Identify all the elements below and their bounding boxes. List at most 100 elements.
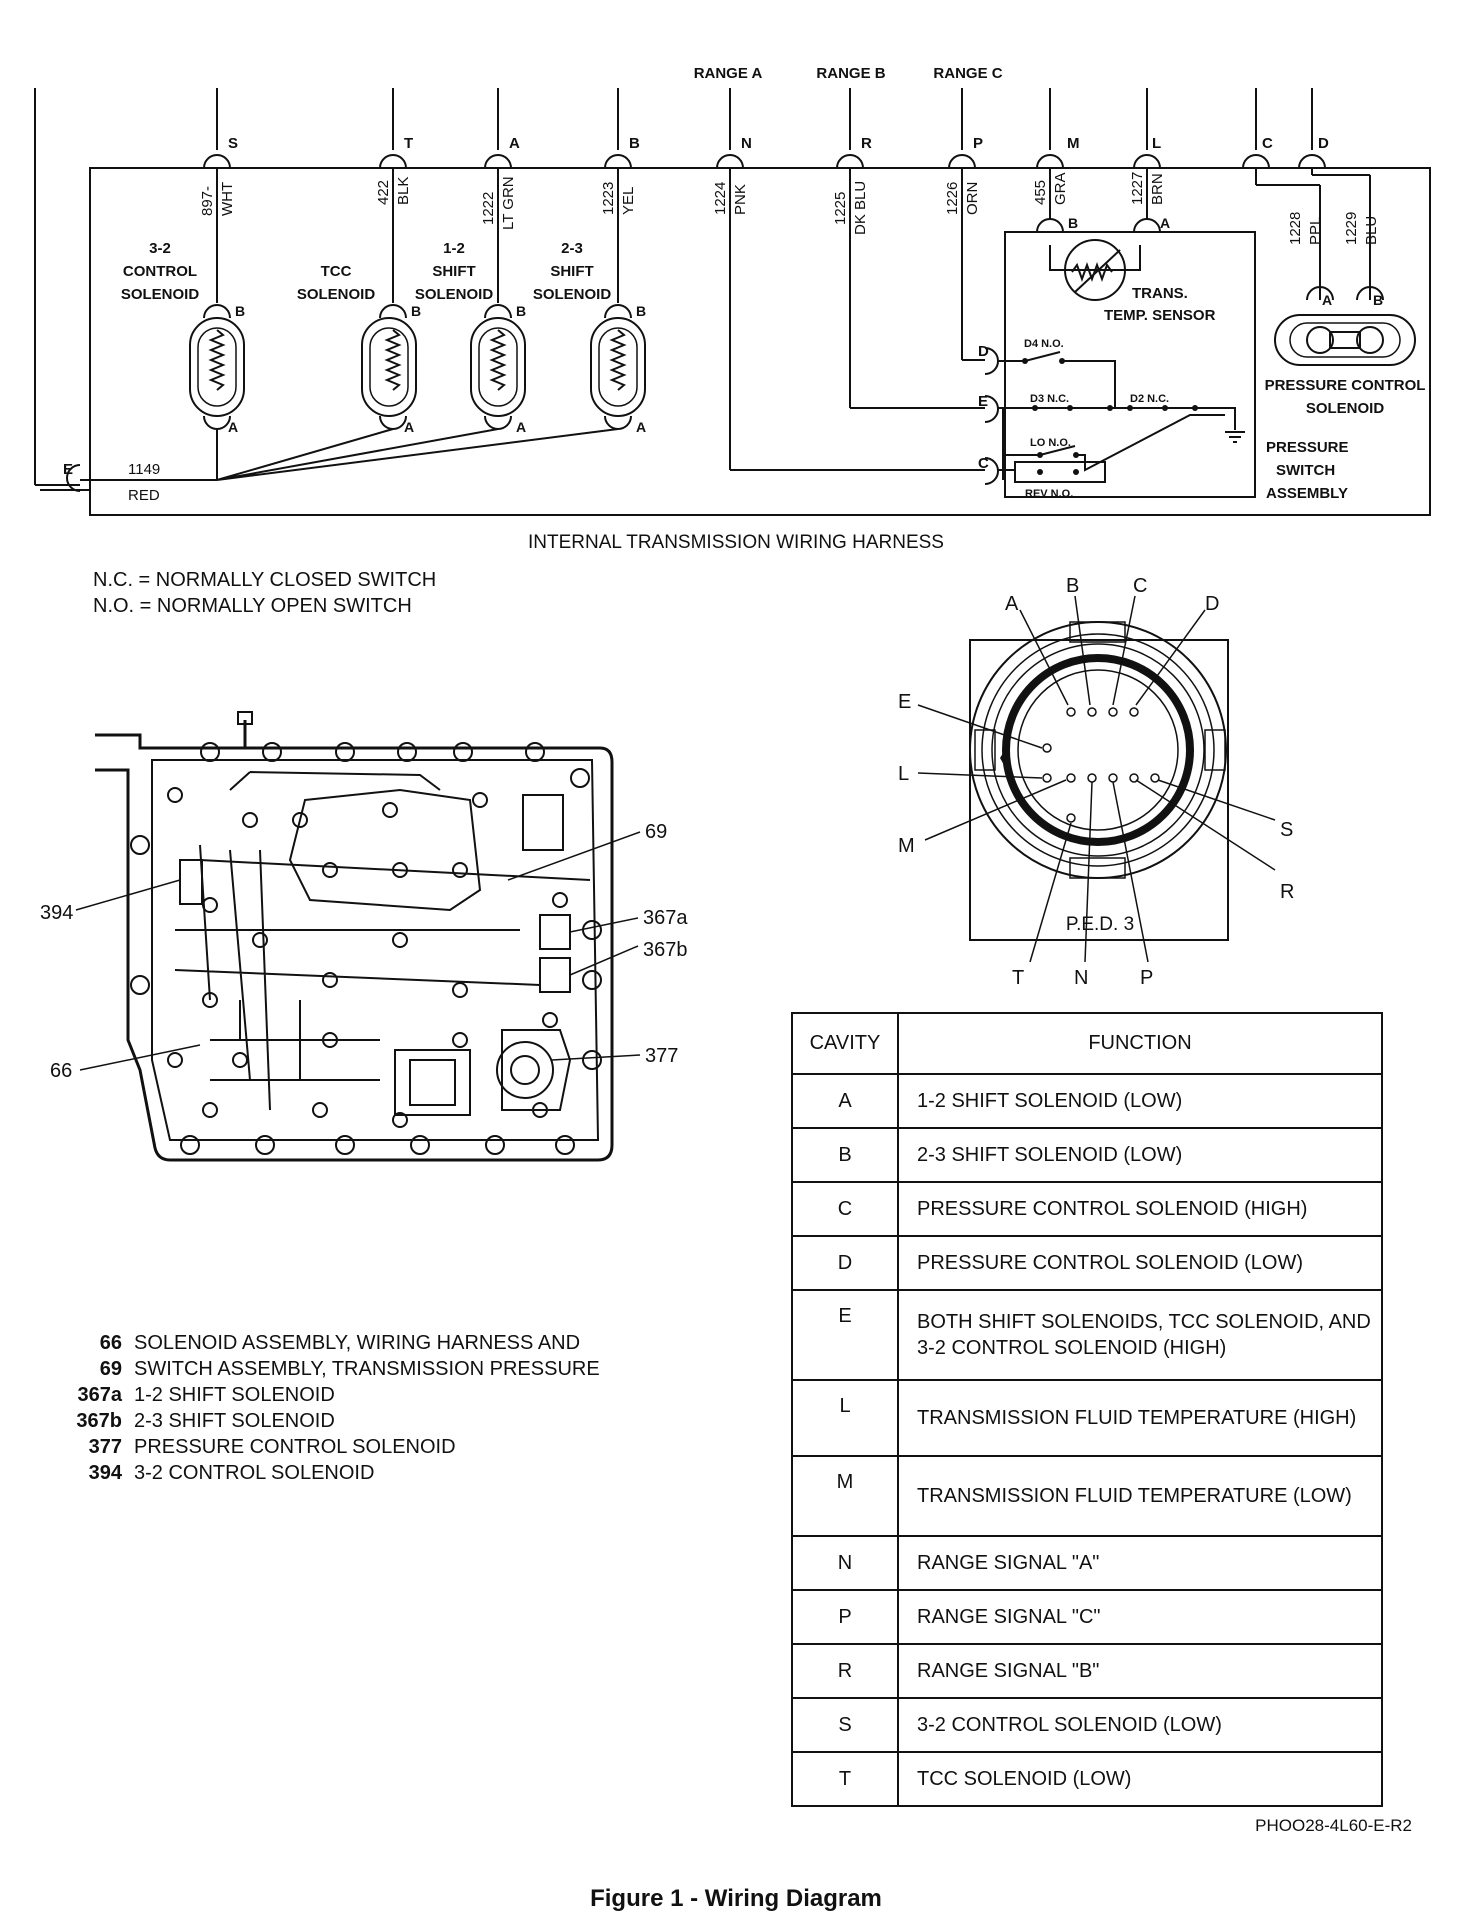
range-b-label: RANGE B — [816, 65, 885, 82]
cavity-cell: L — [791, 1379, 899, 1457]
function-cell: BOTH SHIFT SOLENOIDS, TCC SOLENOID, AND … — [897, 1289, 1383, 1381]
sol-32-pin-a: A — [228, 419, 238, 435]
switch-rev-label: REV N.O. — [1025, 488, 1073, 500]
callout-394: 394 — [40, 902, 73, 924]
solenoid-12-line1: 1-2 — [443, 240, 465, 257]
sol-12-pin-b: B — [516, 303, 526, 319]
wire-no-pcs-a: 1228 — [1287, 212, 1304, 245]
pin-a-letter: A — [509, 135, 520, 152]
psw-label-3: ASSEMBLY — [1266, 485, 1348, 502]
sol-32-pin-b: B — [235, 303, 245, 319]
cavity-label-l: L — [898, 763, 909, 785]
wire-no-a: 1222 — [480, 192, 497, 225]
harness-diagram: RANGE A RANGE B RANGE C — [34, 65, 1431, 553]
wire-no-b: 1223 — [600, 182, 617, 215]
wire-no-s: 897- — [199, 186, 216, 216]
wire-color-n: PNK — [732, 184, 749, 215]
solenoid-tcc-coil — [361, 317, 417, 417]
solenoid-12-line2: SHIFT — [432, 263, 475, 280]
solenoid-23-coil — [590, 317, 646, 417]
solenoid-32-line1: 3-2 — [149, 240, 171, 257]
solenoid-tcc-line1: TCC — [321, 263, 352, 280]
psw-pin-d: D — [978, 343, 989, 360]
solenoid-tcc-line2: SOLENOID — [297, 286, 376, 303]
cavity-cell: C — [791, 1181, 899, 1237]
table-header-row: CAVITY FUNCTION — [791, 1012, 1383, 1075]
solenoid-23-line1: 2-3 — [561, 240, 583, 257]
pin-l-letter: L — [1152, 135, 1161, 152]
wire-no-p: 1226 — [944, 182, 961, 215]
cavity-cell: S — [791, 1697, 899, 1753]
function-cell: PRESSURE CONTROL SOLENOID (HIGH) — [897, 1181, 1383, 1237]
legend-num: 394 — [88, 1462, 122, 1484]
legend-text: 2-3 SHIFT SOLENOID — [134, 1410, 335, 1432]
wire-no-e: 1149 — [128, 461, 160, 478]
switch-lo-label: LO N.O. — [1030, 437, 1071, 449]
switch-d4-label: D4 N.O. — [1024, 338, 1064, 350]
figure-caption: Figure 1 - Wiring Diagram — [590, 1885, 882, 1912]
legend-text: SWITCH ASSEMBLY, TRANSMISSION PRESSURE — [134, 1358, 600, 1380]
wire-color-b: YEL — [620, 187, 637, 215]
legend-text: 1-2 SHIFT SOLENOID — [134, 1384, 335, 1406]
wire-color-p: ORN — [964, 182, 981, 215]
solenoid-32-line3: SOLENOID — [121, 286, 200, 303]
pin-d-letter: D — [1318, 135, 1329, 152]
callout-66: 66 — [50, 1060, 72, 1082]
wire-color-pcs-a: PPL — [1307, 217, 1324, 245]
wire-color-pcs-b: BLU — [1363, 216, 1380, 245]
temp-sensor-label-2: TEMP. SENSOR — [1104, 307, 1216, 324]
temp-sensor-label-1: TRANS. — [1132, 285, 1188, 302]
pin-m-letter: M — [1067, 135, 1080, 152]
wire-color-e: RED — [128, 487, 160, 504]
sol-12-pin-a: A — [516, 419, 526, 435]
psw-label-1: PRESSURE — [1266, 439, 1349, 456]
wire-color-r: DK BLU — [852, 181, 869, 235]
solenoid-32-line2: CONTROL — [123, 263, 197, 280]
cavity-cell: D — [791, 1235, 899, 1291]
solenoid-32-coil — [189, 317, 245, 417]
cavity-label-e: E — [898, 691, 911, 713]
legend-text: 3-2 CONTROL SOLENOID — [134, 1462, 375, 1484]
solenoid-23-line2: SHIFT — [550, 263, 593, 280]
pressure-control-solenoid: A B PRESSURE CONTROL SOLENOID — [1265, 286, 1425, 417]
function-cell: RANGE SIGNAL "C" — [897, 1589, 1383, 1645]
valve-body-illustration: 69 394 367a 367b 66 377 — [40, 711, 688, 1162]
cavity-label-c: C — [1133, 575, 1147, 597]
function-cell: TRANSMISSION FLUID TEMPERATURE (HIGH) — [897, 1379, 1383, 1457]
pin-c-letter: C — [1262, 135, 1273, 152]
cavity-cell: R — [791, 1643, 899, 1699]
sol-23-pin-a: A — [636, 419, 646, 435]
solenoid-23-line3: SOLENOID — [533, 286, 612, 303]
harness-title: INTERNAL TRANSMISSION WIRING HARNESS — [528, 532, 944, 553]
sol-23-pin-b: B — [636, 303, 646, 319]
cavity-cell: P — [791, 1589, 899, 1645]
wire-no-m: 455 — [1032, 180, 1049, 205]
callout-367b: 367b — [643, 939, 688, 961]
cavity-label-m: M — [898, 835, 915, 857]
pin-s-letter: S — [228, 135, 238, 152]
function-cell: 3-2 CONTROL SOLENOID (LOW) — [897, 1697, 1383, 1753]
header-cavity: CAVITY — [791, 1012, 899, 1075]
cavity-cell: A — [791, 1073, 899, 1129]
function-cell: RANGE SIGNAL "A" — [897, 1535, 1383, 1591]
pcs-pin-a: A — [1322, 292, 1332, 308]
legend-num: 66 — [99, 1332, 122, 1354]
legend-item: 394 3-2 CONTROL SOLENOID — [60, 1460, 600, 1486]
wire-no-n: 1224 — [712, 182, 729, 215]
pin-n-letter: N — [741, 135, 752, 152]
function-cell: TRANSMISSION FLUID TEMPERATURE (LOW) — [897, 1455, 1383, 1537]
pressure-switch-assembly: B A TRANS. TEMP. SENSOR D E C D4 N.O. D3… — [978, 168, 1349, 502]
